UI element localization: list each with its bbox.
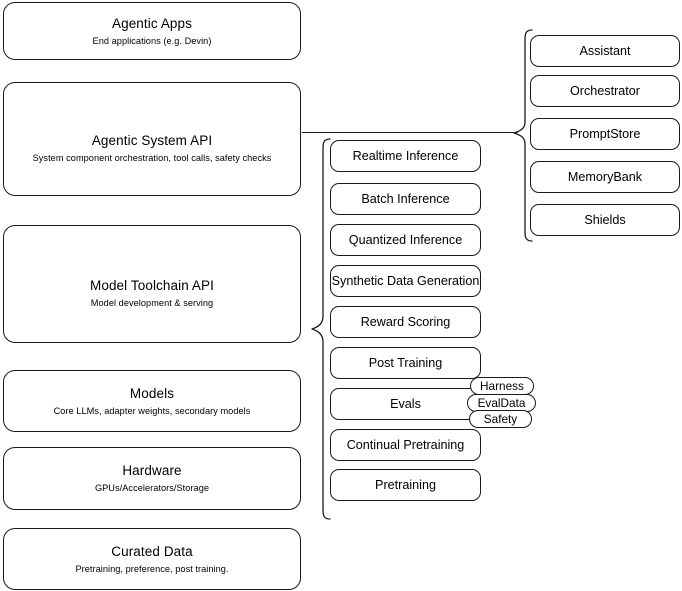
capability-label: Synthetic Data Generation (331, 274, 480, 288)
component-label: MemoryBank (567, 170, 643, 184)
evals-chip-safety[interactable]: Safety (469, 410, 532, 428)
brace-model-toolchain (311, 138, 331, 520)
component-label: PromptStore (569, 127, 641, 141)
evals-chip-evaldata[interactable]: EvalData (467, 394, 536, 412)
layer-title: Models (129, 385, 175, 401)
layer-box-curated-data: Curated Data Pretraining, preference, po… (3, 528, 301, 590)
layer-title: Curated Data (111, 543, 193, 559)
brace-agentic-system-components (513, 29, 533, 242)
layer-title: Hardware (122, 463, 182, 478)
capability-box-realtime-inference[interactable]: Realtime Inference (330, 140, 481, 172)
capability-label: Evals (390, 397, 421, 411)
component-box-shields[interactable]: Shields (530, 204, 680, 236)
capability-box-synthetic-data-generation[interactable]: Synthetic Data Generation (330, 265, 481, 297)
connector-line-agentic-system-api (302, 132, 518, 134)
evals-chip-label: Safety (483, 411, 518, 426)
layer-box-agentic-apps: Agentic Apps End applications (e.g. Devi… (3, 2, 301, 60)
evals-chip-harness[interactable]: Harness (470, 377, 534, 395)
capability-box-post-training[interactable]: Post Training (330, 347, 481, 379)
capability-label: Continual Pretraining (346, 438, 465, 452)
layer-box-models: Models Core LLMs, adapter weights, secon… (3, 370, 301, 432)
capability-label: Reward Scoring (360, 315, 451, 329)
component-box-promptstore[interactable]: PromptStore (530, 118, 680, 150)
evals-chip-label: Harness (480, 378, 524, 393)
capability-box-evals[interactable]: Evals (330, 388, 481, 420)
layer-subtitle: End applications (e.g. Devin) (92, 35, 212, 46)
capability-box-pretraining[interactable]: Pretraining (330, 469, 481, 501)
evals-chip-label: EvalData (477, 395, 526, 410)
layer-subtitle: Core LLMs, adapter weights, secondary mo… (53, 405, 251, 416)
component-box-memorybank[interactable]: MemoryBank (530, 161, 680, 193)
capability-box-reward-scoring[interactable]: Reward Scoring (330, 306, 481, 338)
layer-box-model-toolchain-api: Model Toolchain API Model development & … (3, 225, 301, 343)
layer-subtitle: Model development & serving (90, 297, 214, 308)
capability-label: Pretraining (375, 478, 436, 492)
layer-title: Model Toolchain API (90, 277, 214, 293)
component-label: Assistant (579, 44, 631, 58)
capability-label: Quantized Inference (348, 233, 463, 247)
layer-title: Agentic Apps (111, 15, 192, 31)
component-box-assistant[interactable]: Assistant (530, 35, 680, 67)
capability-label: Realtime Inference (352, 149, 459, 163)
capability-label: Batch Inference (361, 192, 450, 206)
capability-box-quantized-inference[interactable]: Quantized Inference (330, 224, 481, 256)
capability-box-continual-pretraining[interactable]: Continual Pretraining (330, 429, 481, 461)
capability-label: Post Training (368, 356, 443, 370)
layer-subtitle: System component orchestration, tool cal… (32, 152, 272, 163)
component-label: Shields (584, 213, 626, 227)
layer-box-hardware: Hardware GPUs/Accelerators/Storage (3, 447, 301, 510)
layer-title: Agentic System API (91, 132, 213, 148)
capability-box-batch-inference[interactable]: Batch Inference (330, 183, 481, 215)
layer-box-agentic-system-api: Agentic System API System component orch… (3, 82, 301, 196)
layer-subtitle: GPUs/Accelerators/Storage (94, 483, 210, 493)
component-label: Orchestrator (570, 84, 640, 98)
component-box-orchestrator[interactable]: Orchestrator (530, 75, 680, 107)
layer-subtitle: Pretraining, preference, post training. (75, 563, 229, 574)
